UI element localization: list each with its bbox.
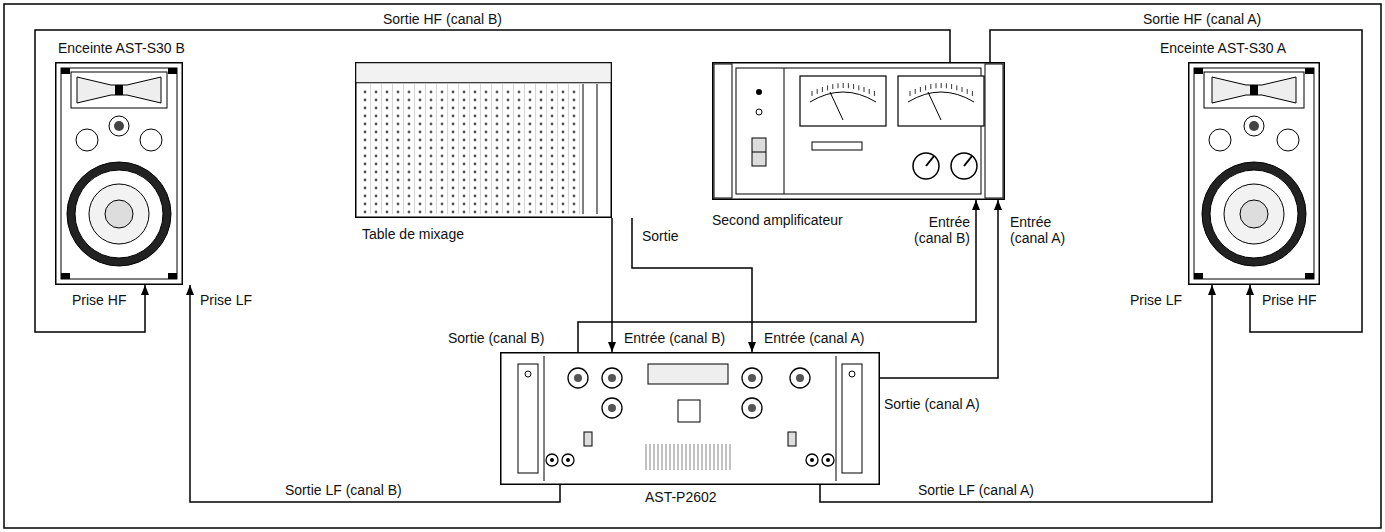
device-caption: AST-P2602 <box>645 489 717 505</box>
cable-label: Sortie LF (canal A) <box>915 482 1037 498</box>
device-caption: Enceinte AST-S30 A <box>1160 40 1286 56</box>
cable-label: Sortie HF (canal A) <box>1140 11 1264 27</box>
device-caption: Enceinte AST-S30 B <box>58 40 185 56</box>
signal-cable <box>880 200 998 378</box>
frame-border <box>4 4 1381 528</box>
port-label: Entrée (canal B) <box>904 214 970 246</box>
power-amp-illustration <box>500 352 880 485</box>
speaker-illustration <box>1188 62 1320 285</box>
port-label: Prise HF <box>1262 292 1316 308</box>
speaker-cabinet: Enceinte AST-S30 B <box>55 62 183 285</box>
power-amplifier: AST-P2602 <box>500 352 880 485</box>
port-label: Entrée (canal A) <box>764 330 864 346</box>
signal-cable <box>990 30 1362 332</box>
device-caption: Table de mixage <box>362 226 464 242</box>
port-label: Sortie <box>642 228 679 244</box>
port-label: Entrée (canal B) <box>624 330 725 346</box>
mixing-console: Table de mixage <box>355 62 612 218</box>
signal-cable <box>578 200 976 352</box>
amplifier-illustration <box>712 62 1005 200</box>
cable-label: Sortie HF (canal B) <box>380 11 505 27</box>
port-label: Sortie (canal B) <box>448 330 544 346</box>
port-label: Entrée (canal A) <box>1010 214 1082 246</box>
speaker-cabinet: Enceinte AST-S30 A <box>1188 62 1320 285</box>
port-label: Prise LF <box>200 292 252 308</box>
signal-cable <box>611 218 613 352</box>
speaker-illustration <box>55 62 183 285</box>
port-label: Prise LF <box>1130 292 1182 308</box>
cable-label: Sortie LF (canal B) <box>282 482 405 498</box>
mixer-illustration <box>355 62 612 218</box>
port-label: Sortie (canal A) <box>884 396 980 412</box>
port-label: Prise HF <box>72 292 126 308</box>
device-caption: Second amplificateur <box>712 212 843 228</box>
amplifier-unit: Second amplificateur <box>712 62 1005 200</box>
